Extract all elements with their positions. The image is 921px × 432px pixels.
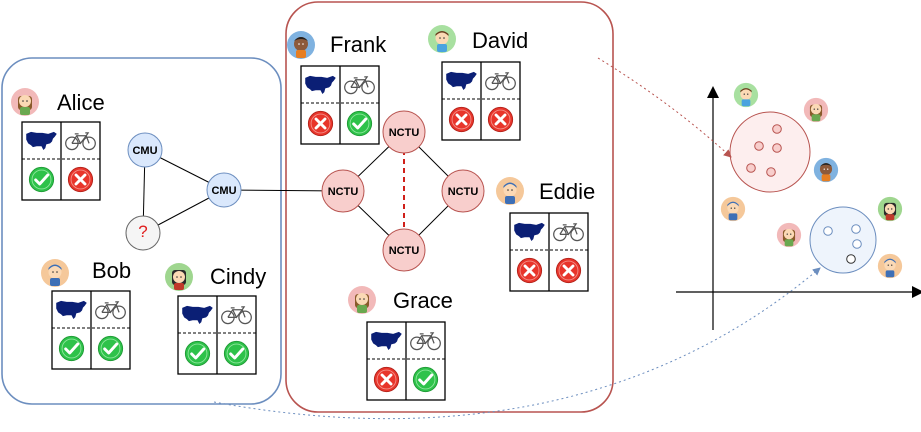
cross-icon (448, 106, 475, 133)
graph-nodes: CMU CMU? NCTU NCTU NCTU NCTU (125, 110, 485, 272)
preference-card (441, 61, 521, 141)
red-cluster-point (754, 141, 764, 151)
person-name: David (472, 28, 528, 53)
node-label: CMU (132, 145, 157, 157)
node-label: ? (138, 222, 147, 241)
nctu-node-circle (321, 169, 365, 213)
person-cindy: Cindy (165, 263, 266, 375)
cross-icon (67, 166, 94, 193)
avatar-icon (813, 157, 839, 183)
avatar-icon (776, 222, 802, 248)
blue-cluster-points (823, 224, 862, 264)
person-grace: Grace (348, 286, 453, 401)
check-icon (28, 166, 55, 193)
embedding-plot (676, 82, 921, 330)
avatar-icon (877, 196, 903, 222)
preference-card (21, 121, 101, 201)
cmu-to-blue-cluster-arrow (213, 267, 821, 420)
check-icon (346, 110, 373, 137)
nctu-node-circle (441, 169, 485, 213)
avatar-icon (165, 263, 193, 291)
nctu-to-red-cluster-arrow (597, 57, 732, 158)
red-cluster-points (746, 124, 782, 177)
node-unknown: ? (125, 215, 161, 251)
person-bob: Bob (41, 258, 131, 370)
blue-cluster-point (823, 226, 833, 236)
preference-card (509, 212, 589, 292)
nctu-node-circle (382, 228, 426, 272)
person-frank: Frank (287, 31, 387, 145)
dark-point (846, 254, 856, 264)
node-nctu-left: NCTU (321, 169, 365, 213)
check-icon (223, 340, 250, 367)
node-label: NCTU (328, 186, 359, 198)
blue-cluster-point (852, 239, 862, 249)
person-name: Eddie (539, 179, 595, 204)
person-name: Cindy (210, 264, 266, 289)
person-name: Frank (330, 32, 387, 57)
avatar-icon (287, 31, 315, 59)
node-label: NCTU (389, 127, 420, 139)
blue-cluster-point (851, 224, 861, 234)
red-cluster-point (746, 163, 756, 173)
check-icon (97, 335, 124, 362)
person-alice: Alice (11, 88, 105, 201)
node-cmu-mid: CMU (206, 172, 242, 208)
avatar-icon (11, 88, 39, 116)
cross-icon (373, 366, 400, 393)
node-nctu-right: NCTU (441, 169, 485, 213)
node-nctu-top: NCTU (382, 110, 426, 154)
unknown-node-circle (125, 215, 161, 251)
avatar-icon (428, 25, 456, 53)
cross-icon (516, 257, 543, 284)
person-name: Grace (393, 288, 453, 313)
red-cluster-point (766, 167, 776, 177)
avatar-icon (496, 177, 524, 205)
person-name: Alice (57, 90, 105, 115)
preference-card (366, 321, 446, 401)
check-icon (184, 340, 211, 367)
node-nctu-bottom: NCTU (382, 228, 426, 272)
blue-cluster-ellipse (809, 206, 877, 274)
person-eddie: Eddie (496, 177, 595, 292)
preference-card (177, 295, 257, 375)
preference-card (51, 290, 131, 370)
red-cluster-ellipse (729, 111, 811, 193)
node-label: NCTU (389, 245, 420, 257)
person-david: David (428, 25, 528, 141)
cross-icon (555, 257, 582, 284)
avatar-icon (720, 196, 746, 222)
check-icon (412, 366, 439, 393)
cmu-node-circle (206, 172, 242, 208)
nctu-node-circle (382, 110, 426, 154)
avatar-icon (41, 259, 69, 287)
nctu-group-box (285, 1, 614, 413)
node-label: NCTU (448, 186, 479, 198)
avatar-icon (733, 82, 759, 108)
node-label: CMU (211, 185, 236, 197)
preference-card (300, 65, 380, 145)
person-name: Bob (92, 258, 131, 283)
avatar-icon (877, 253, 903, 279)
avatar-icon (803, 97, 829, 123)
cmu-node-circle (127, 132, 163, 168)
red-cluster-point (772, 124, 782, 134)
avatar-icon (348, 286, 376, 314)
cross-icon (307, 110, 334, 137)
node-cmu-top: CMU (127, 132, 163, 168)
red-cluster-point (772, 143, 782, 153)
cross-icon (487, 106, 514, 133)
check-icon (58, 335, 85, 362)
cmu-group-box (1, 57, 282, 405)
